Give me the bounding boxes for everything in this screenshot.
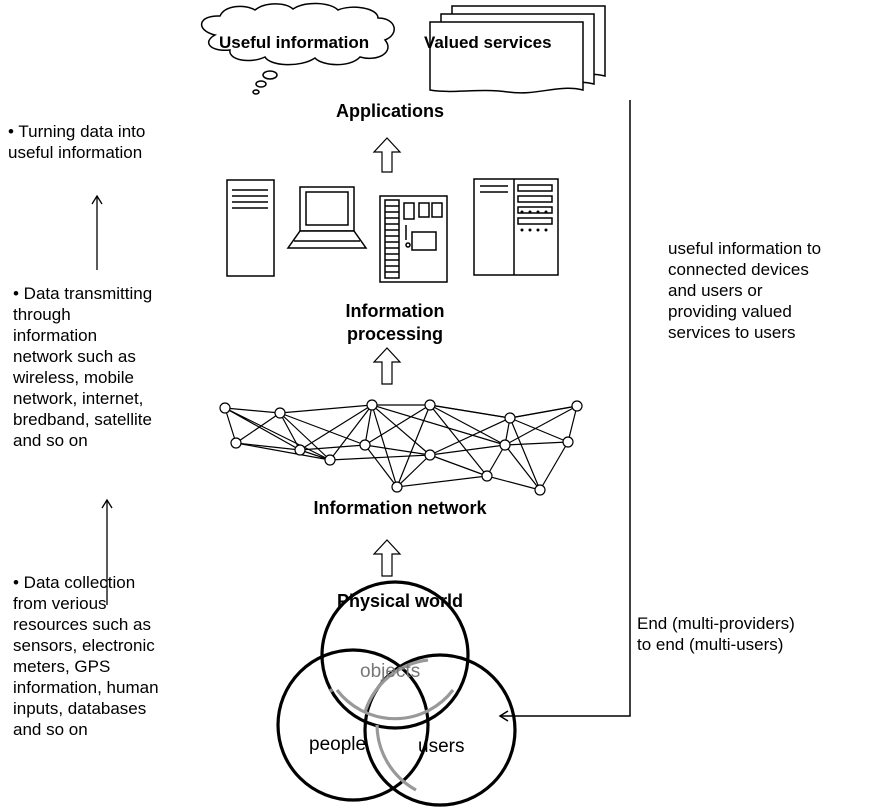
rack-server-icon [473,178,559,276]
venn-objects-label: objects [360,661,421,682]
laptop-icon [286,186,368,249]
feedback-line [498,100,631,722]
processing-label-line1: Information [345,301,445,321]
venn-people-circle [276,648,430,802]
venn-objects-overlap-arc [328,688,334,693]
venn-diagram [276,580,517,807]
up-arrow-icon [372,539,402,577]
venn-gray-arcs [335,658,455,792]
cloud-shape [201,2,395,95]
right-note-useful-information: useful information to connected devices … [668,239,822,342]
documents-stack-icon [429,5,606,94]
left-note-data-transmitting: • Data transmitting through information … [13,284,153,450]
left-up-arrow [101,498,113,605]
right-note-end-to-end: End (multi-providers) to end (multi-user… [637,614,795,654]
left-note-data-collection: • Data collection from verious resources… [13,573,159,739]
venn-people-label: people [309,734,367,755]
cloud-label: Useful information [219,33,370,52]
venn-users-label: users [418,736,465,757]
network-label: Information network [313,498,487,518]
venn-users-circle [363,653,517,807]
physical-world-label: Physical world [336,591,464,611]
left-up-arrow [91,194,103,270]
left-note-turning-data: • Turning data into useful information [8,122,146,162]
up-arrow-icon [372,347,402,385]
applications-label: Applications [335,101,444,121]
network-nodes [219,399,583,496]
tower-server-icon [226,179,275,277]
mainframe-icon [379,195,448,283]
up-arrow-icon [372,137,402,173]
processing-label-line2: processing [346,324,444,344]
services-label: Valued services [424,33,552,52]
